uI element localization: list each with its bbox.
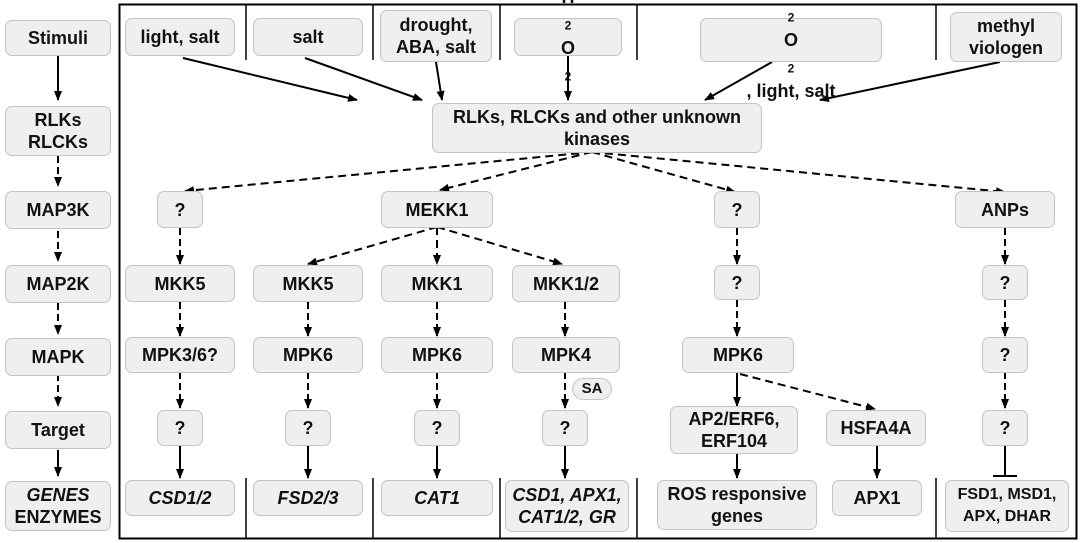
- gene-cat1: CAT1: [381, 480, 493, 516]
- panel-frame: [118, 3, 1078, 540]
- map3k-unknown-b: ?: [714, 191, 760, 228]
- target-unknown-5: ?: [982, 410, 1028, 446]
- mapk-mpk4: MPK4: [512, 337, 620, 373]
- enzyme-apx1: APX1: [832, 480, 922, 516]
- mapk-mpk6-c: MPK6: [682, 337, 794, 373]
- map2k-mkk1-2: MKK1/2: [512, 265, 620, 302]
- map2k-unknown-b: ?: [714, 265, 760, 300]
- map2k-mkk1: MKK1: [381, 265, 493, 302]
- map3k-anps: ANPs: [955, 191, 1055, 228]
- target-unknown-2: ?: [285, 410, 331, 446]
- legend-map2k: MAP2K: [5, 265, 111, 303]
- stimulus-drought: drought,ABA, salt: [380, 10, 492, 62]
- mapk-mpk6-a: MPK6: [253, 337, 363, 373]
- legend-mapk: MAPK: [5, 338, 111, 376]
- legend-target: Target: [5, 411, 111, 449]
- mapk-mpk3-6: MPK3/6?: [125, 337, 235, 373]
- sa-label: SA: [572, 378, 612, 400]
- gene-csd1-2: CSD1/2: [125, 480, 235, 516]
- mapk-unknown-c: ?: [982, 337, 1028, 373]
- map3k-mekk1: MEKK1: [381, 191, 493, 228]
- target-unknown-1: ?: [157, 410, 203, 446]
- map2k-mkk5-b: MKK5: [253, 265, 363, 302]
- target-unknown-3: ?: [414, 410, 460, 446]
- stimulus-light-salt: light, salt: [125, 18, 235, 56]
- mapk-mpk6-b: MPK6: [381, 337, 493, 373]
- stimuli-arrows: [182, 56, 1001, 103]
- map3k-unknown-a: ?: [157, 191, 203, 228]
- stimulus-h2o2: H2O2: [514, 0, 622, 84]
- gene-csd1-apx1-cat1-2-gr: CSD1, APX1,CAT1/2, GR: [505, 480, 629, 532]
- kinase-fanout: [184, 151, 1006, 411]
- map2k-unknown-c: ?: [982, 265, 1028, 300]
- target-hsfa4a: HSFA4A: [826, 410, 926, 446]
- vertical-dashed: [176, 228, 1009, 409]
- enzyme-fsd1-msd1-apx-dhar: FSD1, MSD1,APX, DHAR: [945, 480, 1069, 532]
- vertical-solid: [176, 372, 1017, 479]
- map2k-mkk5-a: MKK5: [125, 265, 235, 302]
- stimulus-salt: salt: [253, 18, 363, 56]
- column-dividers: [245, 5, 937, 538]
- legend-map3k: MAP3K: [5, 191, 111, 229]
- legend-stimuli: Stimuli: [5, 20, 111, 56]
- target-ap2-erf6-erf104: AP2/ERF6,ERF104: [670, 406, 798, 454]
- stimulus-h2o2-light-salt: H2O2, light, salt: [700, 11, 882, 101]
- gene-fsd2-3: FSD2/3: [253, 480, 363, 516]
- target-unknown-4: ?: [542, 410, 588, 446]
